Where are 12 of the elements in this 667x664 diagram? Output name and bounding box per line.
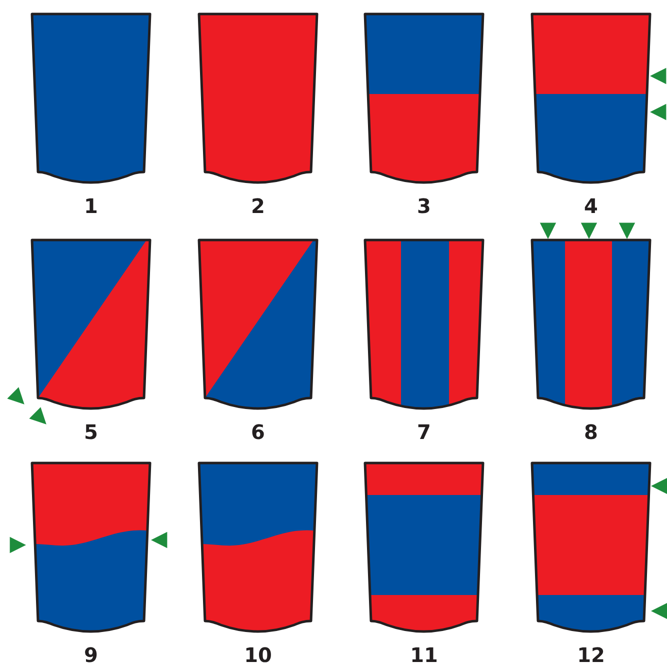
shield-number: 3 — [417, 196, 431, 216]
shield-number: 4 — [584, 196, 598, 216]
shield-number: 5 — [84, 422, 98, 442]
shield-number: 11 — [410, 645, 438, 664]
shield-number: 6 — [251, 422, 265, 442]
shield-number: 1 — [84, 196, 98, 216]
shield-number: 12 — [577, 645, 605, 664]
shield-number: 7 — [417, 422, 431, 442]
shield-number: 8 — [584, 422, 598, 442]
shield-number: 2 — [251, 196, 265, 216]
shield-number: 9 — [84, 645, 98, 664]
shield-number: 10 — [244, 645, 272, 664]
